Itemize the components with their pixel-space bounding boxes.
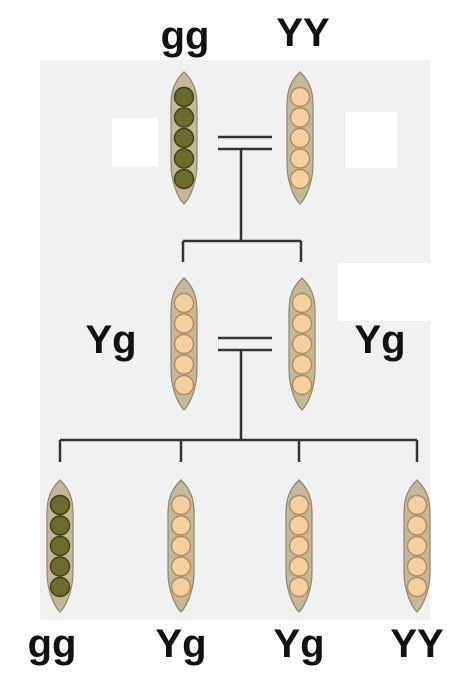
yellow-pea: [289, 168, 311, 190]
yellow-pea: [406, 494, 428, 516]
blank-patch: [338, 263, 436, 321]
f2-pod-3: [285, 479, 313, 613]
yellow-pea: [173, 333, 195, 355]
genotype-label-parent-left: gg: [160, 14, 210, 58]
yellow-pea: [288, 556, 310, 577]
yellow-pea: [170, 494, 192, 516]
yellow-pea: [289, 86, 311, 108]
yellow-pea: [173, 354, 195, 375]
yellow-pea: [291, 354, 313, 375]
blank-patch: [112, 118, 158, 166]
f1-left-pod: [170, 277, 198, 411]
yellow-pea: [406, 535, 428, 557]
green-pea: [173, 168, 195, 190]
f2-pod-4: [403, 479, 431, 613]
f1-right-pod: [288, 277, 316, 411]
yellow-pea: [288, 576, 310, 598]
genotype-label-f2-2: Yg: [155, 622, 207, 666]
green-pea: [49, 515, 71, 536]
yellow-pea: [288, 535, 310, 557]
yellow-pea: [173, 374, 195, 396]
yellow-pea: [291, 313, 313, 334]
genotype-label-f1-left: Yg: [85, 318, 137, 362]
green-pea: [173, 148, 195, 169]
yellow-pea: [288, 494, 310, 516]
green-pea: [173, 86, 195, 108]
yellow-pea: [289, 107, 311, 128]
blank-patch: [345, 112, 397, 168]
yellow-pea: [170, 556, 192, 577]
green-pea: [49, 535, 71, 557]
yellow-pea: [406, 515, 428, 536]
green-pea: [49, 556, 71, 577]
yellow-pea: [170, 515, 192, 536]
yellow-pea: [173, 292, 195, 314]
yellow-pea: [291, 292, 313, 314]
parent-left-pod: [170, 71, 198, 205]
f2-pod-2: [167, 479, 195, 613]
green-pea: [173, 127, 195, 149]
parent-right-pod: [286, 71, 314, 205]
yellow-pea: [291, 374, 313, 396]
yellow-pea: [406, 576, 428, 598]
yellow-pea: [170, 576, 192, 598]
genotype-label-f2-3: Yg: [273, 622, 325, 666]
yellow-pea: [291, 333, 313, 355]
yellow-pea: [406, 556, 428, 577]
yellow-pea: [170, 535, 192, 557]
green-pea: [49, 494, 71, 516]
f2-pod-1: [46, 479, 74, 613]
genotype-label-f2-4: YY: [390, 622, 444, 666]
green-pea: [49, 576, 71, 598]
green-pea: [173, 107, 195, 128]
yellow-pea: [289, 148, 311, 169]
genotype-label-f2-1: gg: [27, 622, 77, 666]
genotype-label-parent-right: YY: [276, 11, 330, 55]
yellow-pea: [288, 515, 310, 536]
yellow-pea: [289, 127, 311, 149]
genotype-label-f1-right: Yg: [354, 318, 406, 362]
yellow-pea: [173, 313, 195, 334]
